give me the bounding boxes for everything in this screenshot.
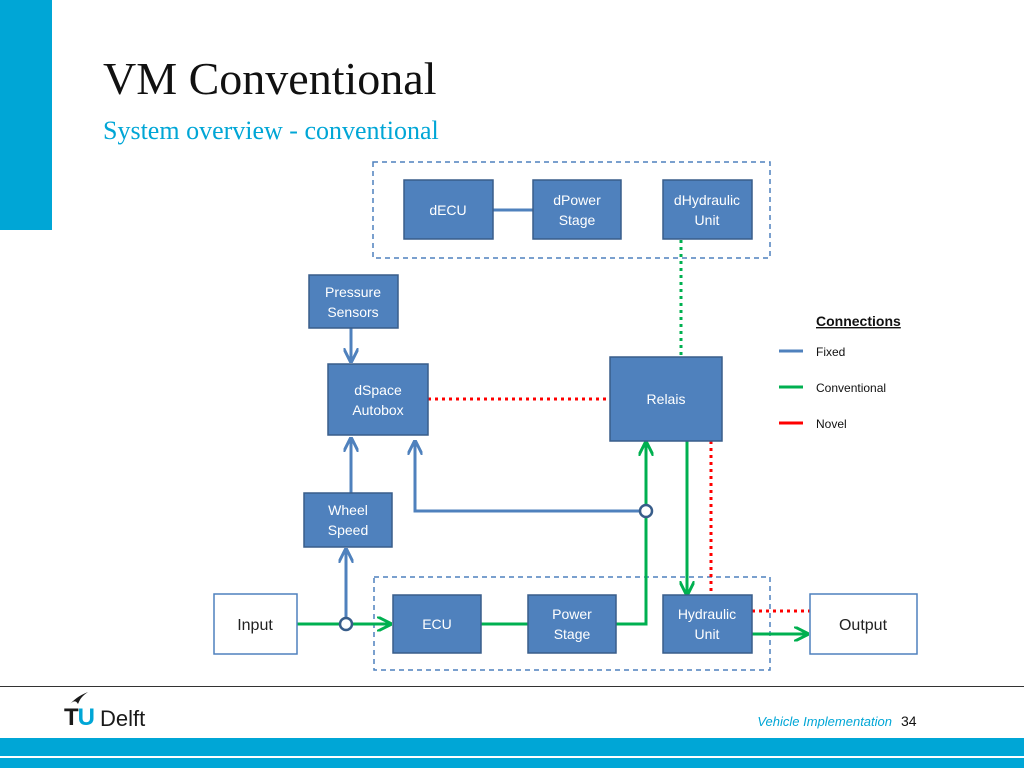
svg-text:Hydraulic: Hydraulic bbox=[678, 606, 736, 622]
box-relais: Relais bbox=[609, 356, 723, 442]
logo-delft-text: Delft bbox=[100, 706, 146, 731]
legend-label-fixed: Fixed bbox=[816, 345, 845, 359]
svg-text:Unit: Unit bbox=[695, 212, 720, 228]
svg-text:Pressure: Pressure bbox=[325, 284, 381, 300]
svg-text:Relais: Relais bbox=[647, 391, 686, 407]
svg-text:Output: Output bbox=[839, 617, 888, 634]
box-power-stage: Power Stage bbox=[527, 594, 617, 654]
svg-text:Speed: Speed bbox=[328, 522, 368, 538]
box-dpower-stage: dPower Stage bbox=[532, 179, 622, 240]
svg-text:Power: Power bbox=[552, 606, 592, 622]
legend-title: Connections bbox=[816, 313, 901, 329]
slide-subtitle: System overview - conventional bbox=[103, 116, 439, 145]
box-pressure-sensors: Pressure Sensors bbox=[308, 274, 399, 329]
svg-text:dECU: dECU bbox=[429, 202, 466, 218]
footer-band-stripe bbox=[0, 756, 1024, 758]
svg-text:Stage: Stage bbox=[559, 212, 596, 228]
accent-bar bbox=[0, 0, 52, 230]
box-dspace-autobox: dSpace Autobox bbox=[327, 363, 429, 436]
box-output: Output bbox=[809, 593, 918, 655]
junction-input bbox=[338, 616, 354, 632]
svg-text:Autobox: Autobox bbox=[352, 402, 403, 418]
slide-title: VM Conventional bbox=[103, 53, 437, 104]
footer-band bbox=[0, 738, 1024, 768]
svg-text:Unit: Unit bbox=[695, 626, 720, 642]
svg-text:dSpace: dSpace bbox=[354, 382, 402, 398]
legend: Connections Fixed Conventional Novel bbox=[779, 313, 901, 431]
connection-feedback-dspace bbox=[415, 443, 641, 513]
footer-section-label: Vehicle Implementation bbox=[757, 714, 892, 729]
box-input: Input bbox=[213, 593, 298, 655]
svg-text:ECU: ECU bbox=[422, 616, 452, 632]
flame-icon bbox=[70, 692, 88, 704]
box-wheel-speed: Wheel Speed bbox=[303, 492, 393, 548]
svg-text:dPower: dPower bbox=[553, 192, 601, 208]
footer-divider bbox=[0, 686, 1024, 687]
box-ecu: ECU bbox=[392, 594, 482, 654]
box-decu: dECU bbox=[403, 179, 494, 240]
svg-text:Sensors: Sensors bbox=[327, 304, 378, 320]
box-dhydraulic-unit: dHydraulic Unit bbox=[662, 179, 753, 240]
legend-label-conventional: Conventional bbox=[816, 381, 886, 395]
box-hydraulic-unit: Hydraulic Unit bbox=[662, 594, 753, 654]
svg-text:dHydraulic: dHydraulic bbox=[674, 192, 740, 208]
page-number: 34 bbox=[901, 713, 917, 729]
connection-power-relais bbox=[616, 517, 648, 626]
svg-text:Stage: Stage bbox=[554, 626, 591, 642]
legend-label-novel: Novel bbox=[816, 417, 847, 431]
svg-text:Wheel: Wheel bbox=[328, 502, 368, 518]
junction-feedback bbox=[638, 503, 654, 519]
system-diagram: dECU dPower Stage dHydraulic Unit Pressu… bbox=[213, 161, 918, 671]
top-group-frame bbox=[372, 161, 771, 259]
logo-tu-text: TU bbox=[64, 704, 95, 731]
svg-text:Input: Input bbox=[237, 617, 273, 634]
